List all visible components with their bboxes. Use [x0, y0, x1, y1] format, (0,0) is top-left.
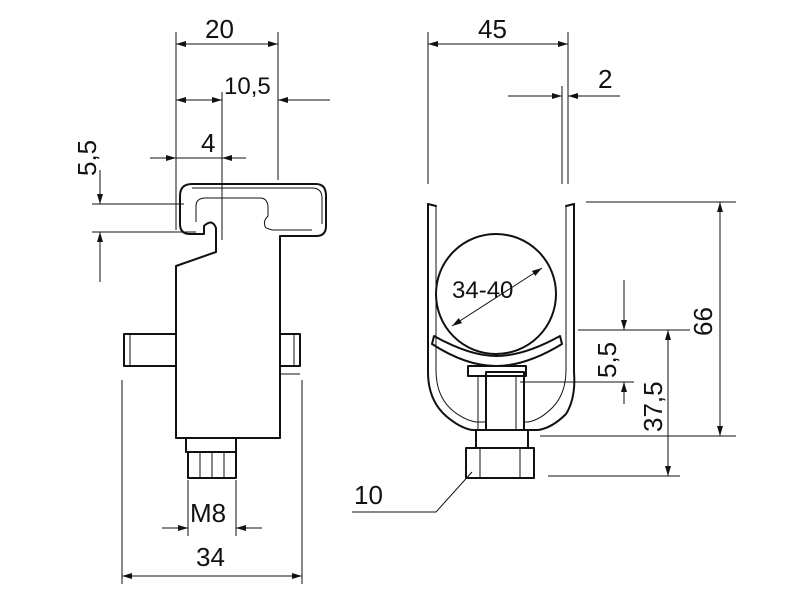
clip-slot — [195, 197, 312, 231]
front-view: 45 2 34-40 66 5,5 37,5 10 — [352, 14, 736, 513]
cross-bar — [123, 333, 177, 367]
pipe-circle — [435, 233, 557, 355]
dim-nut-size: 10 — [354, 480, 383, 510]
clip-body — [427, 203, 576, 431]
dim-width-base: 34 — [196, 542, 225, 572]
nut-front — [475, 429, 529, 449]
clip-head — [175, 183, 327, 439]
side-view: 20 10,5 4 5,5 M8 34 — [72, 14, 330, 584]
dim-width-front: 45 — [478, 14, 507, 44]
dim-seat: 5,5 — [592, 342, 622, 378]
dim-wall: 2 — [598, 64, 612, 94]
dim-offset-top: 10,5 — [224, 73, 271, 100]
dim-height-total: 66 — [688, 307, 718, 336]
dim-thread: M8 — [190, 498, 226, 528]
dim-height-mid: 37,5 — [638, 381, 668, 432]
nut — [185, 437, 237, 453]
dim-width-top: 20 — [205, 14, 234, 44]
dim-slot-height: 5,5 — [72, 140, 102, 176]
dim-slot-width: 4 — [201, 128, 215, 158]
saddle — [431, 335, 563, 367]
pipe-range: 34-40 — [452, 277, 513, 304]
